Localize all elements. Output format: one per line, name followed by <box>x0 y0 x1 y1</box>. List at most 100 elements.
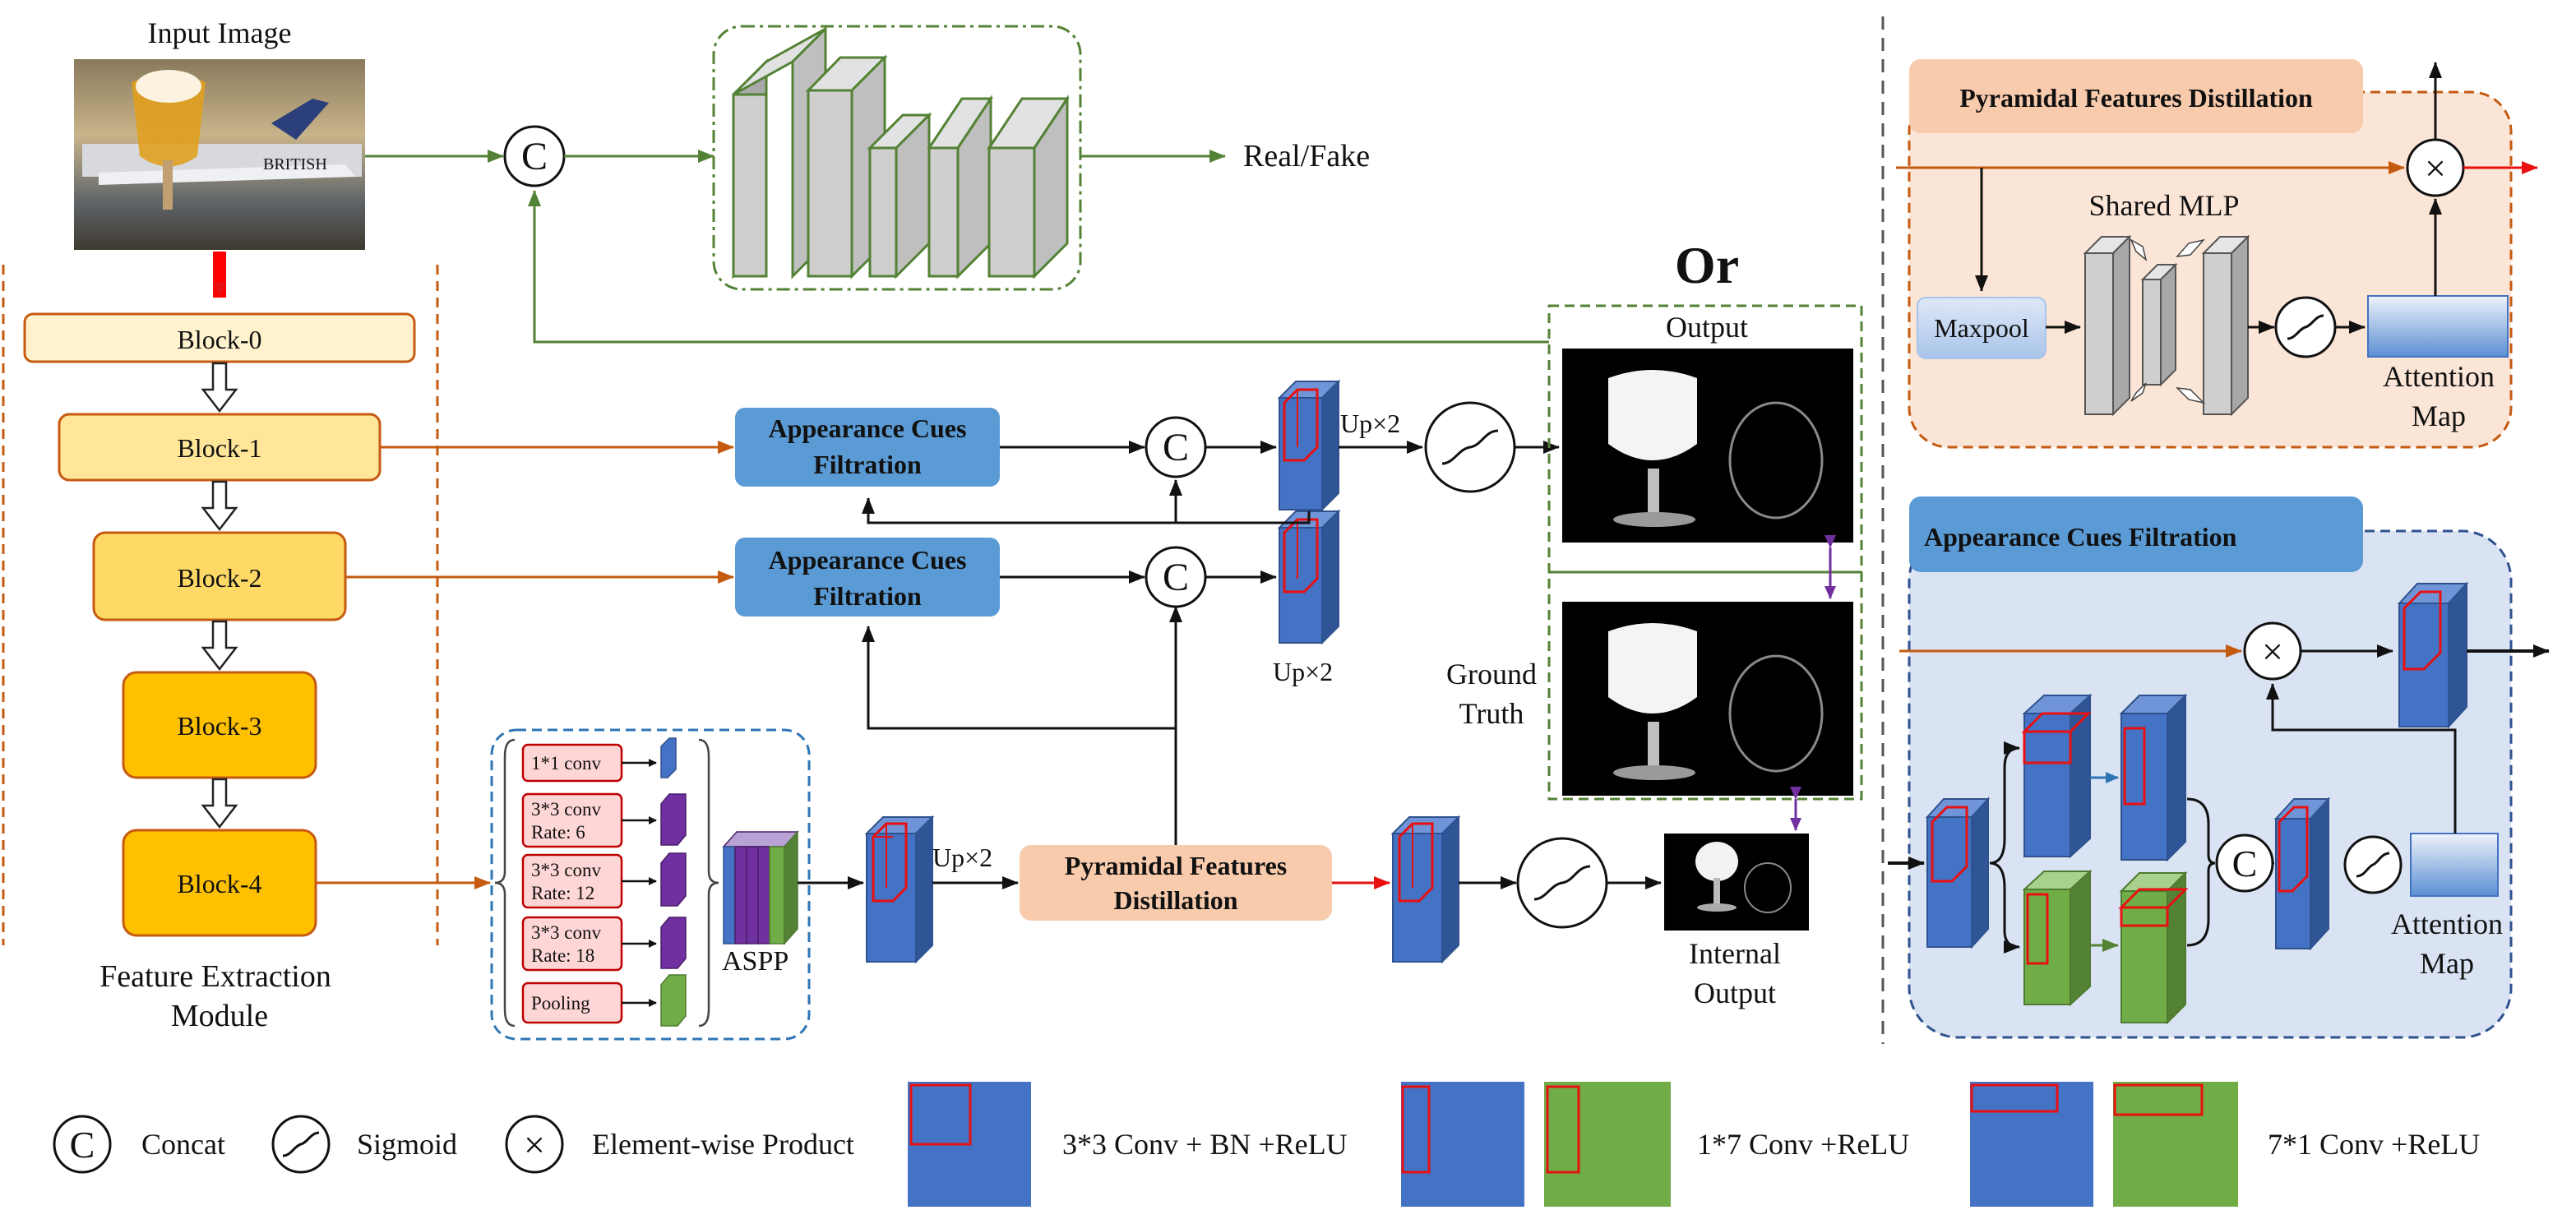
fem-caption-2: Module <box>171 999 268 1033</box>
aspp-branch-3: 3*3 conv Rate: 18 <box>521 916 687 972</box>
input-image-photo: BRITISH <box>74 59 365 250</box>
acf-attn-label-1: Attention <box>2391 908 2503 940</box>
svg-text:Concat: Concat <box>141 1128 225 1161</box>
legend-conv33: 3*3 Conv + BN +ReLU <box>908 1082 1348 1207</box>
gt-label-1: Ground <box>1446 658 1537 690</box>
pfd-detail-title-box <box>1909 59 2363 133</box>
svg-text:3*3 Conv + BN +ReLU: 3*3 Conv + BN +ReLU <box>1062 1128 1348 1161</box>
acf-box-top-line2: Filtration <box>813 450 922 479</box>
aspp-box <box>490 728 811 1041</box>
acf-product-symbol: × <box>2262 630 2283 672</box>
acf-box-bottom-line1: Appearance Cues <box>769 545 967 575</box>
ground-truth-image <box>1562 602 1853 796</box>
top-up-label: Up×2 <box>1340 409 1400 438</box>
output-image <box>1562 349 1853 543</box>
aspp-concat-stack <box>722 830 799 945</box>
shared-mlp-label: Shared MLP <box>2089 189 2240 222</box>
svg-text:C: C <box>70 1124 95 1166</box>
gt-label-2: Truth <box>1459 697 1524 730</box>
acf-concat-symbol: C <box>2232 843 2258 884</box>
pfd-out-cube <box>1390 815 1461 964</box>
svg-text:Rate: 18: Rate: 18 <box>531 945 594 966</box>
acf-attn-label-2: Map <box>2420 947 2474 980</box>
block-3-label: Block-3 <box>177 711 261 741</box>
fem-caption-1: Feature Extraction <box>99 959 331 994</box>
shared-mlp-layers <box>2083 234 2250 417</box>
acf-in-cube <box>1925 797 1991 949</box>
aspp-out-cube <box>864 815 935 964</box>
aspp-brace-right <box>698 738 719 1028</box>
aspp-branch-2: 3*3 conv Rate: 12 <box>521 852 687 909</box>
maxpool-label: Maxpool <box>1934 313 2029 343</box>
acf-box-top <box>735 408 1000 487</box>
real-fake-label: Real/Fake <box>1243 139 1370 173</box>
aspp-up-label: Up×2 <box>932 843 992 872</box>
svg-text:1*7 Conv +ReLU: 1*7 Conv +ReLU <box>1697 1128 1909 1161</box>
aspp-label: ASPP <box>722 946 789 977</box>
block-1-label: Block-1 <box>177 433 261 463</box>
acf-box-top-line1: Appearance Cues <box>769 413 967 443</box>
aspp-branch-0: 1*1 conv <box>521 737 677 783</box>
output-to-disc-line <box>528 190 1549 344</box>
svg-text:×: × <box>524 1124 545 1166</box>
cube-top <box>1277 379 1341 512</box>
svg-text:3*3 conv: 3*3 conv <box>531 799 601 820</box>
aspp-brace-left <box>494 738 516 1028</box>
mid-up-label: Up×2 <box>1273 657 1333 686</box>
internal-output-label-2: Output <box>1694 977 1776 1009</box>
svg-text:Rate: 12: Rate: 12 <box>531 883 594 903</box>
block-0 <box>23 312 416 363</box>
legend-conv17: 1*7 Conv +ReLU <box>1401 1082 1909 1207</box>
cube-mid <box>1277 509 1341 645</box>
internal-output-image <box>1664 834 1809 931</box>
acf-box-bottom-line2: Filtration <box>813 581 922 611</box>
block-0-label: Block-0 <box>177 325 261 354</box>
acf-out-cube <box>2397 581 2469 729</box>
acf-box-bottom <box>735 538 1000 617</box>
aspp-branch-1: 3*3 conv Rate: 6 <box>521 792 687 848</box>
concat-top-symbol: C <box>1163 426 1189 469</box>
svg-text:Rate: 6: Rate: 6 <box>531 822 585 843</box>
pfd-attn-label-1: Attention <box>2383 360 2495 393</box>
block-3 <box>122 671 317 779</box>
block-2-label: Block-2 <box>177 563 261 593</box>
acf-branch-green-2 <box>2118 871 2189 1025</box>
acf-branch-green-1 <box>2022 869 2093 1007</box>
pfd-product-symbol: × <box>2425 147 2446 189</box>
input-image-title: Input Image <box>148 16 292 49</box>
legend-sigmoid: Sigmoid <box>271 1115 457 1174</box>
svg-text:7*1 Conv +ReLU: 7*1 Conv +ReLU <box>2268 1128 2480 1161</box>
pfd-attention-map <box>2367 295 2509 358</box>
svg-text:Sigmoid: Sigmoid <box>357 1128 457 1161</box>
pfd-box-line2: Distillation <box>1113 885 1237 915</box>
aspp-branch-4: Pooling <box>521 974 687 1027</box>
pfd-detail-title: Pyramidal Features Distillation <box>1959 83 2313 113</box>
input-image-sign: BRITISH <box>263 155 327 173</box>
disc-concat-symbol: C <box>521 135 548 178</box>
svg-text:3*3 conv: 3*3 conv <box>531 922 601 943</box>
legend-product: × Element-wise Product <box>505 1115 854 1174</box>
acf-detail-title: Appearance Cues Filtration <box>1924 522 2237 552</box>
internal-output-label-1: Internal <box>1689 937 1781 970</box>
acf-attention-map <box>2410 833 2499 897</box>
or-label: Or <box>1675 236 1739 294</box>
acf-branch-blue-1 <box>2021 693 2093 859</box>
discriminator-layers <box>732 25 1070 279</box>
shared-mlp-connections <box>2130 238 2206 404</box>
legend-conv71: 7*1 Conv +ReLU <box>1970 1082 2480 1207</box>
svg-text:1*1 conv: 1*1 conv <box>531 753 601 774</box>
block-hollow-arrows <box>201 362 238 829</box>
pfd-attn-label-2: Map <box>2412 399 2466 432</box>
acf-detail-title-box <box>1909 496 2363 572</box>
concat-mid-symbol: C <box>1163 556 1189 599</box>
pfd-box <box>1020 845 1332 921</box>
acf-branch-blue-2 <box>2119 693 2188 862</box>
output-label: Output <box>1666 311 1748 344</box>
svg-text:3*3 conv: 3*3 conv <box>531 860 601 880</box>
legend-concat: C Concat <box>53 1115 225 1174</box>
svg-text:Element-wise Product: Element-wise Product <box>592 1128 854 1161</box>
pfd-box-line1: Pyramidal Features <box>1065 851 1287 880</box>
svg-text:Pooling: Pooling <box>531 993 590 1014</box>
acf-mid-cube <box>2273 797 2331 951</box>
gt-frame <box>1547 570 1863 801</box>
